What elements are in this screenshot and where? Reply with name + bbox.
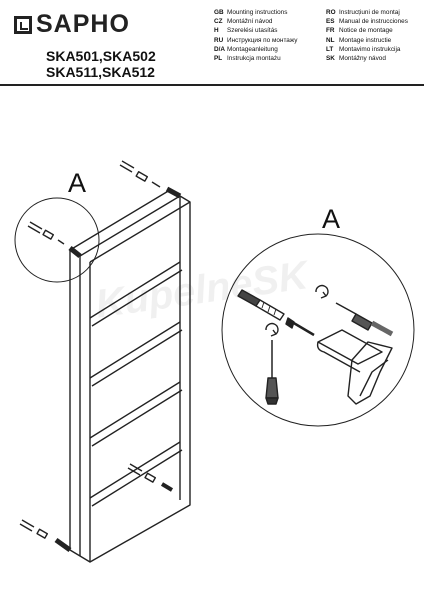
language-title: Mounting instructions [227,9,288,16]
detail-circle-large [221,233,415,427]
model-line: SKA511,SKA512 [46,64,155,80]
screw-icon [285,317,315,337]
model-numbers: SKA501,SKA502 SKA511,SKA512 [46,48,156,80]
wall-bracket-icon [19,519,72,553]
language-title: Manual de instrucciones [339,18,408,26]
language-code: D/A [214,45,226,53]
header-divider [0,84,424,86]
towel-rail-frame [69,189,191,563]
language-title: Instrucțiuni de montaj [339,9,400,16]
language-row: PL Instrukcja montażu [214,54,297,63]
language-title: Montážny návod [339,55,386,63]
language-code: RO [326,9,336,16]
language-title: Szerelési utasítás [227,27,278,35]
language-code: ES [326,18,335,26]
installation-drawing [14,160,415,563]
brand-name: SAPHO [36,10,130,38]
language-title: Montageanleitung [227,45,278,53]
language-row: NL Montage instructie [326,36,408,45]
language-code: H [214,27,219,35]
language-code: SK [326,55,335,63]
logo-mark-icon [14,15,32,34]
wall-bracket-icon [27,221,82,258]
detail-label-callout: A [322,204,341,234]
language-code: RU [214,36,224,44]
model-line: SKA501,SKA502 [46,48,156,64]
language-row: SK Montážny návod [326,54,408,63]
language-code: PL [214,55,223,63]
wall-bracket-icon [119,160,182,199]
language-row: FR Notice de montage [326,26,408,35]
language-row: ES Manual de instrucciones [326,17,408,26]
language-title: Instrukcja montażu [227,55,281,63]
language-row: H Szerelési utasítás [214,26,297,35]
language-title: Montážní návod [227,18,273,26]
screwdriver-icon [335,302,394,337]
detail-label-main: A [68,168,87,198]
language-title: Notice de montage [339,27,393,35]
brand-logo: SAPHO [14,12,130,37]
language-row: LT Montavimo instrukcija [326,45,408,54]
wall-plug-icon [237,289,285,321]
language-row: CZ Montážní návod [214,17,297,26]
wall-bracket-icon [127,463,174,492]
language-code: LT [326,45,334,53]
rotate-arrow-icon [265,284,329,337]
language-code: NL [326,36,335,44]
language-code: GB [214,9,224,16]
detail-circle-small [14,197,100,283]
language-title: Инструкция по монтажу [227,36,298,44]
screwdriver-icon [265,340,279,405]
language-title: Montage instructie [339,36,392,44]
bracket-pipe-icon [316,329,393,405]
language-title: Montavimo instrukcija [339,45,401,53]
language-code: CZ [214,18,223,26]
language-code: FR [326,27,335,35]
